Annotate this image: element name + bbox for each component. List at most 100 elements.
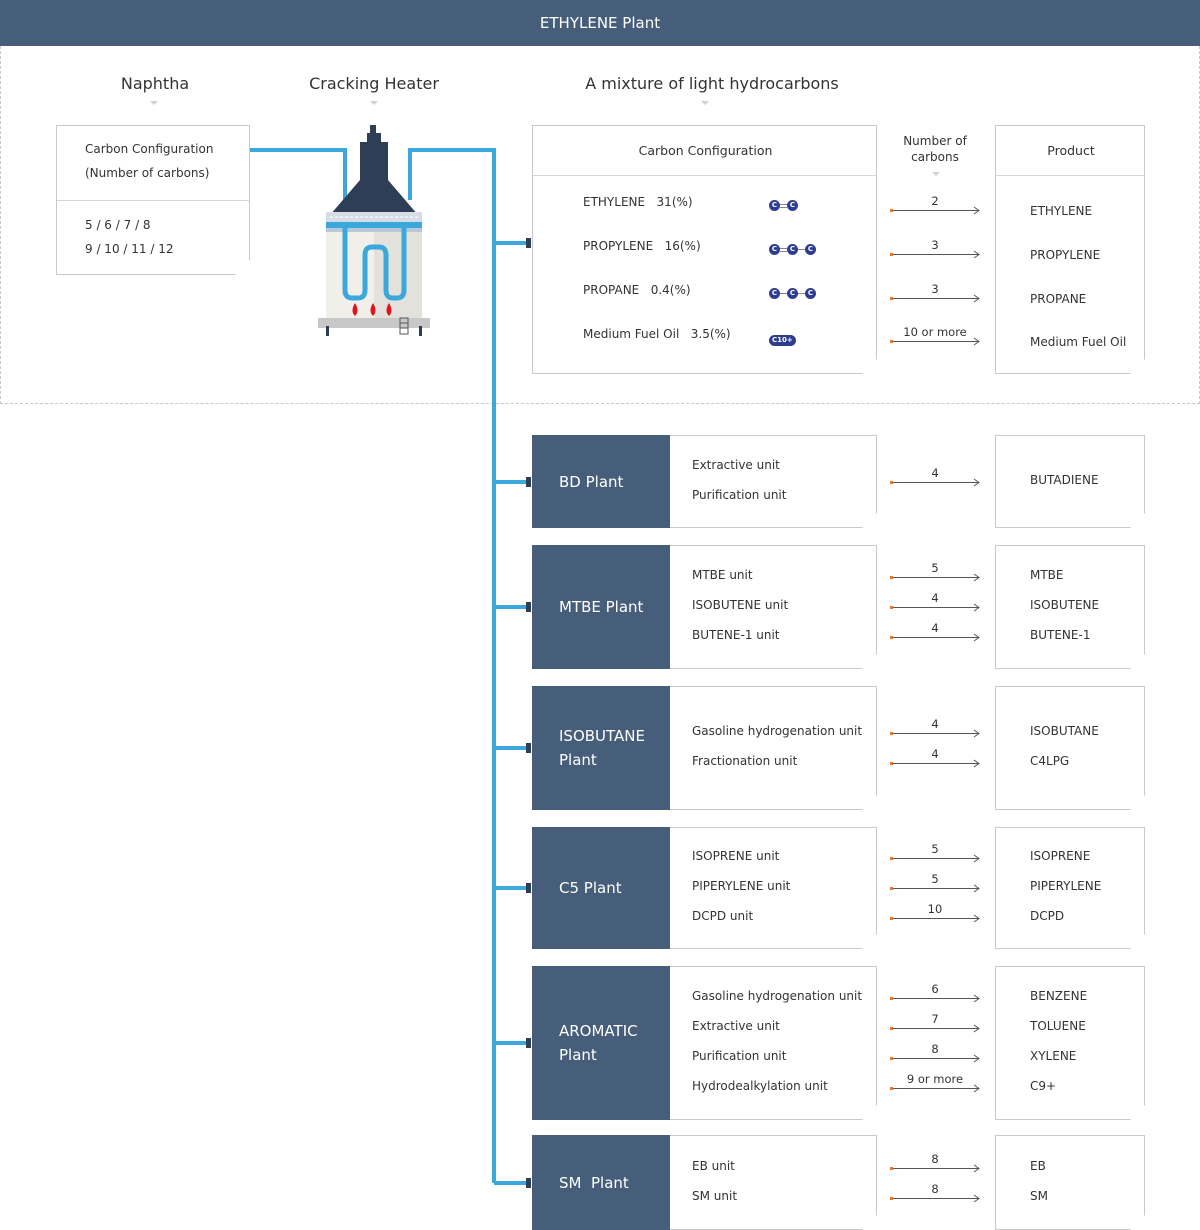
carbon-count-arrow: 10 bbox=[890, 902, 982, 924]
unit-label: Gasoline hydrogenation unit bbox=[692, 724, 863, 738]
product-item: C4LPG bbox=[1030, 754, 1070, 768]
carbon-count-label: 4 bbox=[931, 591, 939, 605]
cracking-heater-icon bbox=[318, 125, 430, 336]
plant-units-card bbox=[670, 686, 877, 810]
plant-name: AROMATIC bbox=[559, 1022, 638, 1040]
unit-label: MTBE unit bbox=[692, 568, 753, 582]
pipe-branches bbox=[494, 241, 530, 1185]
carbon-count-label: 6 bbox=[931, 982, 939, 996]
plant-products-card bbox=[995, 686, 1145, 810]
plant-name: C5 Plant bbox=[559, 879, 622, 897]
plant-products-card bbox=[995, 545, 1145, 669]
chevron-down-icon bbox=[150, 101, 158, 105]
arrow-right-icon bbox=[890, 250, 980, 259]
carbon-count-arrow: 9 or more bbox=[890, 1072, 982, 1094]
product-item: MTBE bbox=[1030, 568, 1064, 582]
arrow-right-icon bbox=[890, 1084, 980, 1093]
carbon-count-arrow: 5 bbox=[890, 561, 982, 583]
pipe-main-trunk bbox=[408, 148, 496, 1183]
carbons-header-line1: Number of bbox=[903, 134, 967, 148]
arrow-right-icon bbox=[890, 729, 980, 738]
divider bbox=[57, 200, 251, 201]
arrow-right-icon bbox=[890, 603, 980, 612]
product-card: Product ETHYLENE PROPYLENE PROPANE Mediu… bbox=[995, 125, 1145, 374]
carbon-count-label: 5 bbox=[931, 872, 939, 886]
carbon-count-label: 4 bbox=[931, 465, 939, 480]
arrow-right-icon bbox=[890, 337, 980, 346]
arrow-right-icon bbox=[890, 759, 980, 768]
formula-c10plus: C10+ bbox=[769, 327, 796, 346]
carbon-count-label: 3 bbox=[931, 282, 939, 296]
arrow-right-icon bbox=[890, 478, 980, 486]
product-item: ISOPRENE bbox=[1030, 849, 1091, 863]
mixture-title: A mixture of light hydrocarbons bbox=[585, 74, 839, 93]
page-header: ETHYLENE Plant bbox=[0, 0, 1200, 46]
product-item: Medium Fuel Oil bbox=[1030, 335, 1127, 349]
carbon-count-arrow: 8 bbox=[890, 1182, 982, 1204]
carbon-count-arrow: 4 bbox=[890, 621, 982, 643]
product-item: BUTADIENE bbox=[1030, 472, 1099, 487]
product-item: C9+ bbox=[1030, 1079, 1057, 1093]
plant-units-card bbox=[670, 827, 877, 949]
arrow-right-icon bbox=[890, 633, 980, 642]
carbon-count-label: 7 bbox=[931, 1012, 939, 1026]
arrow-right-icon bbox=[890, 206, 980, 215]
chevron-down-icon bbox=[932, 172, 940, 176]
unit-label: Purification unit bbox=[692, 487, 787, 502]
product-item: PROPANE bbox=[1030, 292, 1087, 306]
unit-label: SM unit bbox=[692, 1188, 738, 1203]
arrow-right-icon bbox=[890, 294, 980, 303]
arrow-right-icon bbox=[890, 914, 980, 923]
naphtha-title: Naphtha bbox=[120, 74, 190, 93]
carbon-count-arrow: 5 bbox=[890, 842, 982, 864]
plant-name: ISOBUTANE bbox=[559, 727, 645, 745]
product-item: BENZENE bbox=[1030, 989, 1088, 1003]
plant-label-box: C5 Plant bbox=[532, 827, 671, 949]
mixture-row-fuel-oil: Medium Fuel Oil 3.5(%) bbox=[583, 327, 731, 341]
unit-label: Gasoline hydrogenation unit bbox=[692, 989, 863, 1003]
plant-units-card bbox=[670, 545, 877, 669]
carbon-count-arrow: 4 bbox=[890, 747, 982, 769]
plant-label-box: SM Plant bbox=[532, 1135, 671, 1230]
carbon-count-label: 4 bbox=[931, 717, 939, 731]
carbons-header-line2: carbons bbox=[911, 150, 959, 164]
chevron-down-icon bbox=[701, 101, 709, 105]
pipe-naphtha-in bbox=[250, 148, 347, 200]
plant-label-box: AROMATIC Plant bbox=[532, 966, 671, 1120]
arrow-right-icon bbox=[890, 573, 980, 582]
arrow-right-icon bbox=[890, 1054, 980, 1063]
product-item: PROPYLENE bbox=[1030, 248, 1101, 262]
plant-name: SM Plant bbox=[559, 1173, 629, 1192]
plant-name-line2: Plant bbox=[559, 1046, 597, 1064]
plant-products-card bbox=[995, 1135, 1145, 1230]
arrow-right-icon bbox=[890, 1164, 980, 1172]
carbon-count-arrow: 4 bbox=[890, 591, 982, 613]
arrow-right-icon bbox=[890, 1194, 980, 1202]
product-header: Product bbox=[1047, 143, 1095, 158]
mixture-row-propane: PROPANE 0.4(%) bbox=[583, 283, 691, 297]
naphtha-values-1: 5 / 6 / 7 / 8 bbox=[85, 218, 151, 232]
carbon-count-label: 3 bbox=[931, 238, 939, 252]
carbons-header: Number of carbons bbox=[890, 133, 980, 165]
unit-label: Extractive unit bbox=[692, 1019, 780, 1033]
naphtha-card-title-1: Carbon Configuration bbox=[85, 142, 214, 156]
product-item: ETHYLENE bbox=[1030, 204, 1093, 218]
carbon-count-arrow: 4 bbox=[890, 466, 982, 488]
plant-units-card bbox=[670, 1135, 877, 1230]
pipe-connectors bbox=[526, 238, 531, 1188]
carbon-count-label: 8 bbox=[931, 1181, 939, 1196]
carbon-count-label: 10 bbox=[927, 902, 943, 916]
product-item: PIPERYLENE bbox=[1030, 879, 1102, 893]
carbon-count-arrow: 4 bbox=[890, 717, 982, 739]
carbon-count-arrow: 2 bbox=[890, 194, 982, 216]
product-item: ISOBUTENE bbox=[1030, 598, 1100, 612]
chevron-down-icon bbox=[370, 101, 378, 105]
carbon-count-arrow: 3 bbox=[890, 282, 982, 304]
carbon-count-label: 4 bbox=[931, 747, 939, 761]
unit-label: EB unit bbox=[692, 1158, 735, 1173]
plant-name: MTBE Plant bbox=[559, 598, 644, 616]
arrow-right-icon bbox=[890, 994, 980, 1003]
